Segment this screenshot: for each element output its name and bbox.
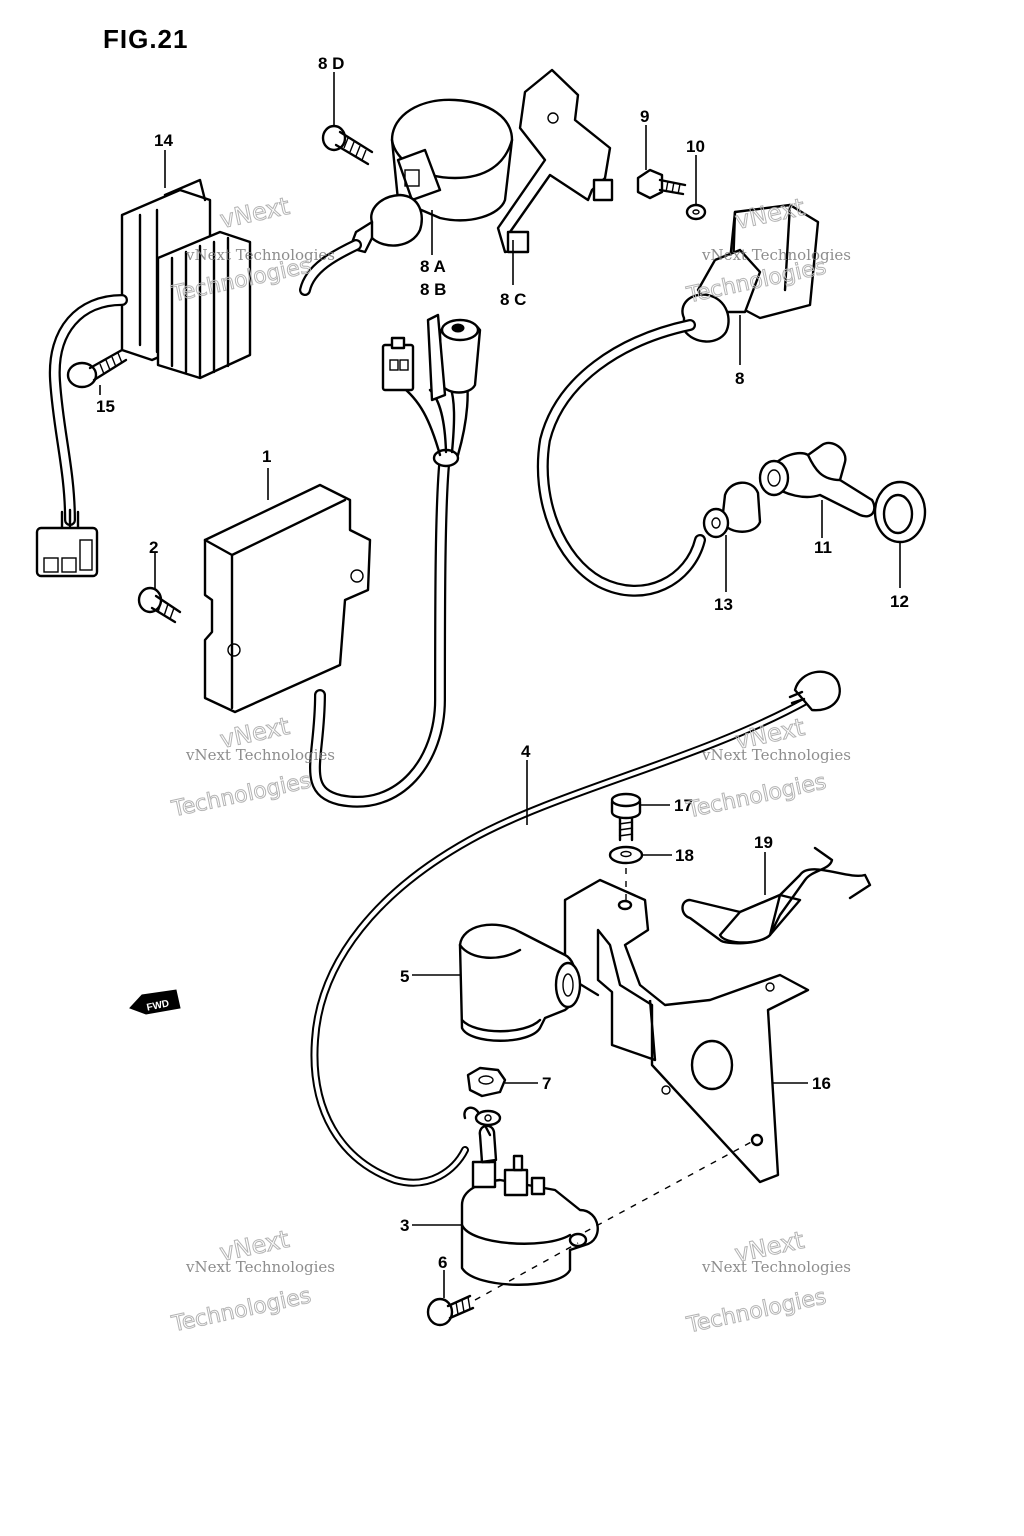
callout-10: 10 — [686, 137, 705, 156]
cdi-unit-1 — [203, 483, 372, 714]
coil-bracket-8c — [496, 68, 614, 254]
screw-6 — [426, 1294, 475, 1327]
ignition-coil-left — [348, 98, 514, 254]
callout-8b: 8 B — [420, 280, 446, 299]
callout-16: 16 — [812, 1074, 831, 1093]
watermark-mid-right: vNext vNext Technologies Technologies — [684, 713, 852, 825]
callout-12: 12 — [890, 592, 909, 611]
callout-17: 17 — [674, 796, 693, 815]
callout-2: 2 — [149, 538, 158, 557]
callout-18: 18 — [675, 846, 694, 865]
callout-8a: 8 A — [420, 257, 446, 276]
callout-8: 8 — [735, 369, 744, 388]
svg-text:Technologies: Technologies — [169, 1283, 313, 1337]
callout-1: 1 — [262, 447, 271, 466]
svg-text:vNext Technologies: vNext Technologies — [185, 1258, 335, 1276]
figure-title: FIG.21 — [103, 24, 188, 54]
callout-15: 15 — [96, 397, 115, 416]
clip-19 — [681, 846, 872, 945]
assembly-line-3-16 — [584, 1139, 756, 1233]
bracket-16 — [563, 878, 810, 1184]
callout-labels: 8 D 14 9 10 8 A 8 B 8 C 15 8 1 2 11 13 1… — [96, 54, 909, 1272]
plug-boot-13 — [702, 481, 762, 539]
nut-7 — [466, 1066, 507, 1098]
callout-5: 5 — [400, 967, 409, 986]
regulator-rectifier-part — [120, 178, 252, 380]
washer-10 — [685, 203, 707, 221]
spark-plug-cap-11 — [758, 441, 876, 518]
regulator-connector — [35, 508, 99, 578]
bolt-17 — [610, 792, 642, 842]
svg-text:vNext Technologies: vNext Technologies — [701, 1258, 851, 1276]
svg-text:vNext Technologies: vNext Technologies — [185, 746, 335, 764]
callout-7: 7 — [542, 1074, 551, 1093]
callout-8d: 8 D — [318, 54, 344, 73]
leader-lines — [99, 72, 901, 1298]
cdi-harness-breakout — [381, 313, 482, 468]
starter-relay-3 — [460, 1106, 599, 1286]
forward-marker-label: FWD — [146, 998, 171, 1013]
screw-2 — [137, 586, 182, 624]
callout-9: 9 — [640, 107, 649, 126]
cap-seal-12 — [873, 480, 927, 544]
forward-direction-marker: FWD — [129, 989, 181, 1015]
svg-text:vNext Technologies: vNext Technologies — [701, 746, 851, 764]
svg-text:vNext Technologies: vNext Technologies — [185, 246, 335, 264]
watermark-bottom-right: vNext vNext Technologies Technologies — [684, 1226, 852, 1339]
callout-14: 14 — [154, 131, 173, 150]
svg-text:Technologies: Technologies — [684, 769, 828, 823]
watermark-bottom-left: vNext vNext Technologies Technologies — [168, 1225, 335, 1338]
callout-4: 4 — [521, 742, 531, 761]
callout-19: 19 — [754, 833, 773, 852]
callout-6: 6 — [438, 1253, 447, 1272]
svg-text:vNext Technologies: vNext Technologies — [701, 246, 851, 264]
svg-text:vNext: vNext — [218, 192, 292, 234]
cable-terminal-boot — [788, 670, 841, 712]
bolt-15 — [66, 348, 128, 389]
callout-13: 13 — [714, 595, 733, 614]
callout-3: 3 — [400, 1216, 409, 1235]
callout-11: 11 — [814, 538, 832, 557]
svg-text:Technologies: Technologies — [169, 768, 313, 822]
callout-8c: 8 C — [500, 290, 526, 309]
bolt-8d — [321, 124, 374, 166]
watermark-top-right: vNext vNext Technologies Technologies — [684, 193, 852, 310]
terminal-cover-5 — [458, 923, 582, 1042]
svg-text:Technologies: Technologies — [684, 1284, 828, 1338]
washer-18 — [608, 845, 644, 865]
ignition-coil-right — [681, 203, 820, 343]
bolt-9 — [636, 168, 687, 200]
